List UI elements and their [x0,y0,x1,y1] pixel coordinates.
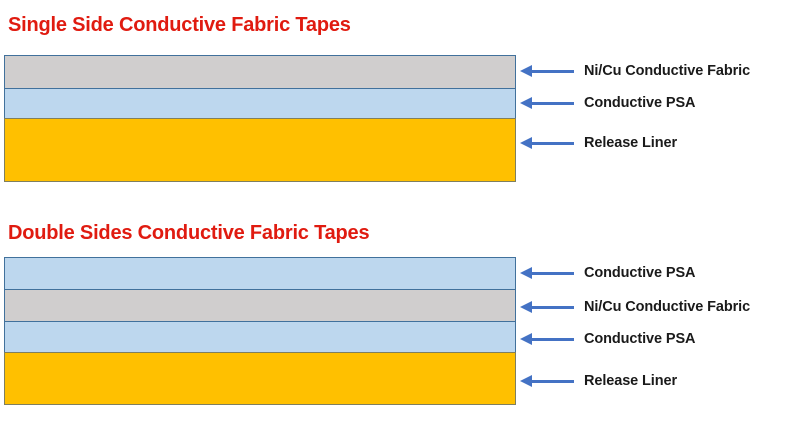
layer-ni-cu-conductive-fabric [4,289,516,322]
layer-conductive-psa-bottom [4,321,516,353]
left-arrow-icon [520,137,574,149]
callout-label-conductive-psa-bottom: Conductive PSA [584,331,696,347]
layer-release-liner [4,118,516,182]
callout-label-ni-cu-conductive-fabric: Ni/Cu Conductive Fabric [584,63,751,79]
callout-ni-cu-conductive-fabric: Ni/Cu Conductive Fabric [520,61,750,81]
callout-label-release-liner: Release Liner [584,135,677,151]
layer-stack-double-sides [4,257,516,405]
callout-release-liner: Release Liner [520,371,677,391]
callout-conductive-psa-bottom: Conductive PSA [520,329,696,349]
callout-label-conductive-psa: Conductive PSA [584,95,696,111]
callout-label-release-liner: Release Liner [584,373,677,389]
left-arrow-icon [520,333,574,345]
diagram-title-single-side: Single Side Conductive Fabric Tapes [8,14,351,36]
diagram-title-double-sides: Double Sides Conductive Fabric Tapes [8,222,370,244]
callout-release-liner: Release Liner [520,133,677,153]
left-arrow-icon [520,65,574,77]
left-arrow-icon [520,375,574,387]
layer-conductive-psa [4,88,516,119]
left-arrow-icon [520,301,574,313]
layer-stack-single-side [4,55,516,182]
callout-label-ni-cu-conductive-fabric: Ni/Cu Conductive Fabric [584,299,751,315]
layer-conductive-psa-top [4,257,516,290]
left-arrow-icon [520,97,574,109]
callout-label-conductive-psa-top: Conductive PSA [584,265,696,281]
callout-ni-cu-conductive-fabric: Ni/Cu Conductive Fabric [520,297,750,317]
layer-release-liner [4,352,516,405]
layer-ni-cu-conductive-fabric [4,55,516,89]
callout-conductive-psa: Conductive PSA [520,93,696,113]
left-arrow-icon [520,267,574,279]
callout-conductive-psa-top: Conductive PSA [520,263,696,283]
